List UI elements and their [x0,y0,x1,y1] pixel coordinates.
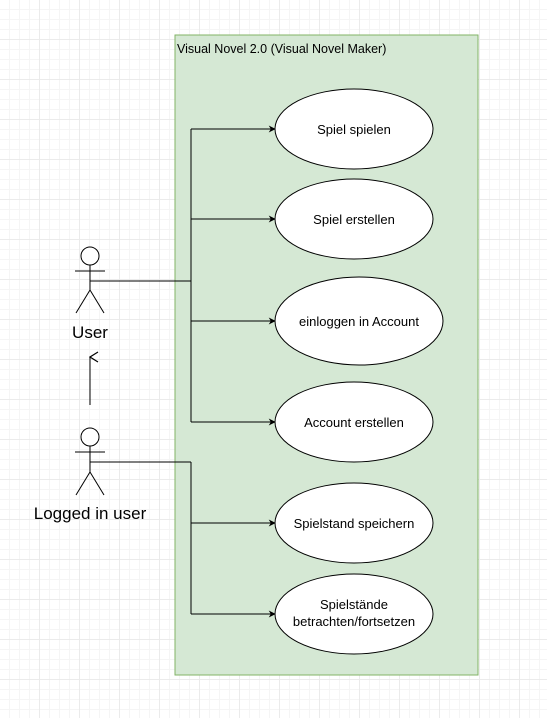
use-case-label-line1: Spielstände [320,597,388,612]
use-case-label: einloggen in Account [299,314,419,329]
use-case-einloggen[interactable]: einloggen in Account [274,276,444,366]
use-case-label: Spielstand speichern [294,516,415,531]
actor-label-logged-in-user: Logged in user [34,504,147,523]
use-case-account-erstellen[interactable]: Account erstellen [274,381,434,463]
use-case-spiel-spielen[interactable]: Spiel spielen [274,88,434,170]
stick-figure-icon [75,246,105,314]
actor-user[interactable]: User [72,246,108,342]
logged-in-user-connectors [90,461,276,618]
use-case-label: Account erstellen [304,415,404,430]
use-case-label: Spiel erstellen [313,212,395,227]
use-case-label-line2: betrachten/fortsetzen [293,614,415,629]
use-case-spielstaende-betrachten[interactable]: Spielstände betrachten/fortsetzen [274,573,434,655]
user-connectors [90,125,276,426]
use-case-spiel-erstellen[interactable]: Spiel erstellen [274,178,434,260]
system-title: Visual Novel 2.0 (Visual Novel Maker) [177,42,386,56]
use-case-label: Spiel spielen [317,122,391,137]
use-case-spielstand-speichern[interactable]: Spielstand speichern [274,482,434,564]
actor-label-user: User [72,323,108,342]
actor-logged-in-user[interactable]: Logged in user [34,427,147,523]
stick-figure-icon [75,427,105,496]
